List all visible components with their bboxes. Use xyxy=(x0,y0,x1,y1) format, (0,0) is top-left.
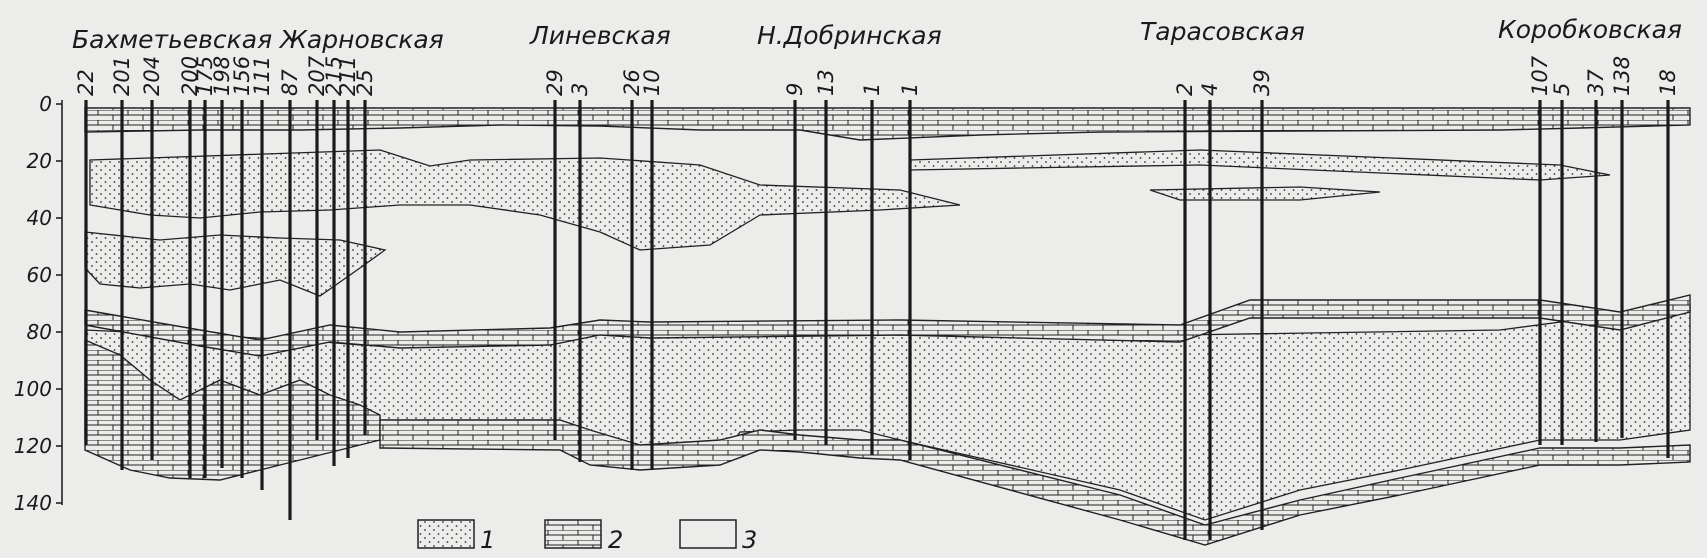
legend-swatch-1 xyxy=(417,519,475,549)
well-number-label: 3 xyxy=(568,83,592,96)
well-number-label: 107 xyxy=(1528,55,1552,96)
well-number-label: 39 xyxy=(1250,69,1274,96)
legend-swatch-2 xyxy=(544,519,602,549)
well-number-label: 111 xyxy=(250,56,274,96)
sand-lens-tarasovskaya xyxy=(1149,186,1381,201)
well-number-label: 9 xyxy=(783,83,807,96)
well-number-label: 4 xyxy=(1198,83,1222,96)
well-number-label: 200 xyxy=(178,56,202,96)
legend-label-1: 1 xyxy=(480,526,495,554)
depth-tick-label: 20 xyxy=(27,149,52,173)
legend-swatch-3 xyxy=(679,519,737,549)
lower-carbonate-west xyxy=(84,338,381,481)
well-number-label: 211 xyxy=(336,56,360,96)
well-number-label: 138 xyxy=(1610,56,1634,96)
well-number-label: 215 xyxy=(322,56,346,96)
well-number-label: 207 xyxy=(305,55,329,96)
basal-carbonate xyxy=(379,419,1691,546)
legend: 1 2 3 xyxy=(417,519,757,554)
middle-sand-west xyxy=(84,231,387,297)
well-number-label: 10 xyxy=(640,69,664,96)
depth-tick-label: 0 xyxy=(39,92,52,116)
depth-tick-label: 140 xyxy=(14,491,52,515)
depth-axis: 0 20 40 60 80 100 120 140 xyxy=(14,92,63,515)
well-number-label: 175 xyxy=(193,56,217,96)
upper-sand-east xyxy=(909,149,1611,181)
legend-label-3: 3 xyxy=(742,526,757,554)
well-number-label: 2 xyxy=(1173,83,1197,96)
well-number-label: 29 xyxy=(543,69,567,96)
depth-tick-label: 60 xyxy=(27,263,52,287)
area-label-tarasovskaya: Тарасовская xyxy=(1140,17,1305,46)
area-label-linevskaya: Линевская xyxy=(529,21,671,50)
area-label-zharnovskaya: Жарновская xyxy=(278,25,444,54)
well-number-label: 26 xyxy=(620,69,644,96)
middle-carbonate xyxy=(84,294,1691,357)
well-number-label: 156 xyxy=(230,56,254,96)
depth-tick-label: 40 xyxy=(27,206,52,230)
legend-label-2: 2 xyxy=(608,526,623,554)
well-number-label: 5 xyxy=(1550,83,1574,96)
well-number-label: 18 xyxy=(1656,69,1680,96)
well-number-label: 1 xyxy=(898,83,922,96)
depth-tick-label: 120 xyxy=(14,434,52,458)
well-number-label: 22 xyxy=(74,69,98,96)
depth-tick-label: 100 xyxy=(14,377,52,401)
well-number-label: 13 xyxy=(814,69,838,96)
well-number-label: 201 xyxy=(110,56,134,96)
well-number-label: 204 xyxy=(140,56,164,96)
well-number-label: 1 xyxy=(860,83,884,96)
area-label-n-dobrinskaya: Н.Добринская xyxy=(757,21,942,50)
top-carbonate xyxy=(84,107,1691,141)
carbonate-layers xyxy=(84,107,1691,546)
well-number-label: 198 xyxy=(210,56,234,96)
area-label-bakhmetyevskaya: Бахметьевская xyxy=(72,25,272,54)
well-number-label: 87 xyxy=(278,69,302,96)
area-labels: Бахметьевская Жарновская Линевская Н.Доб… xyxy=(72,15,1682,54)
depth-tick-label: 80 xyxy=(27,320,52,344)
well-number-label: 37 xyxy=(1584,69,1608,96)
sand-bodies xyxy=(84,149,1691,521)
area-label-korobkovskaya: Коробковская xyxy=(1498,15,1682,44)
well-number-label: 25 xyxy=(353,69,377,96)
upper-sand-west xyxy=(89,149,961,251)
